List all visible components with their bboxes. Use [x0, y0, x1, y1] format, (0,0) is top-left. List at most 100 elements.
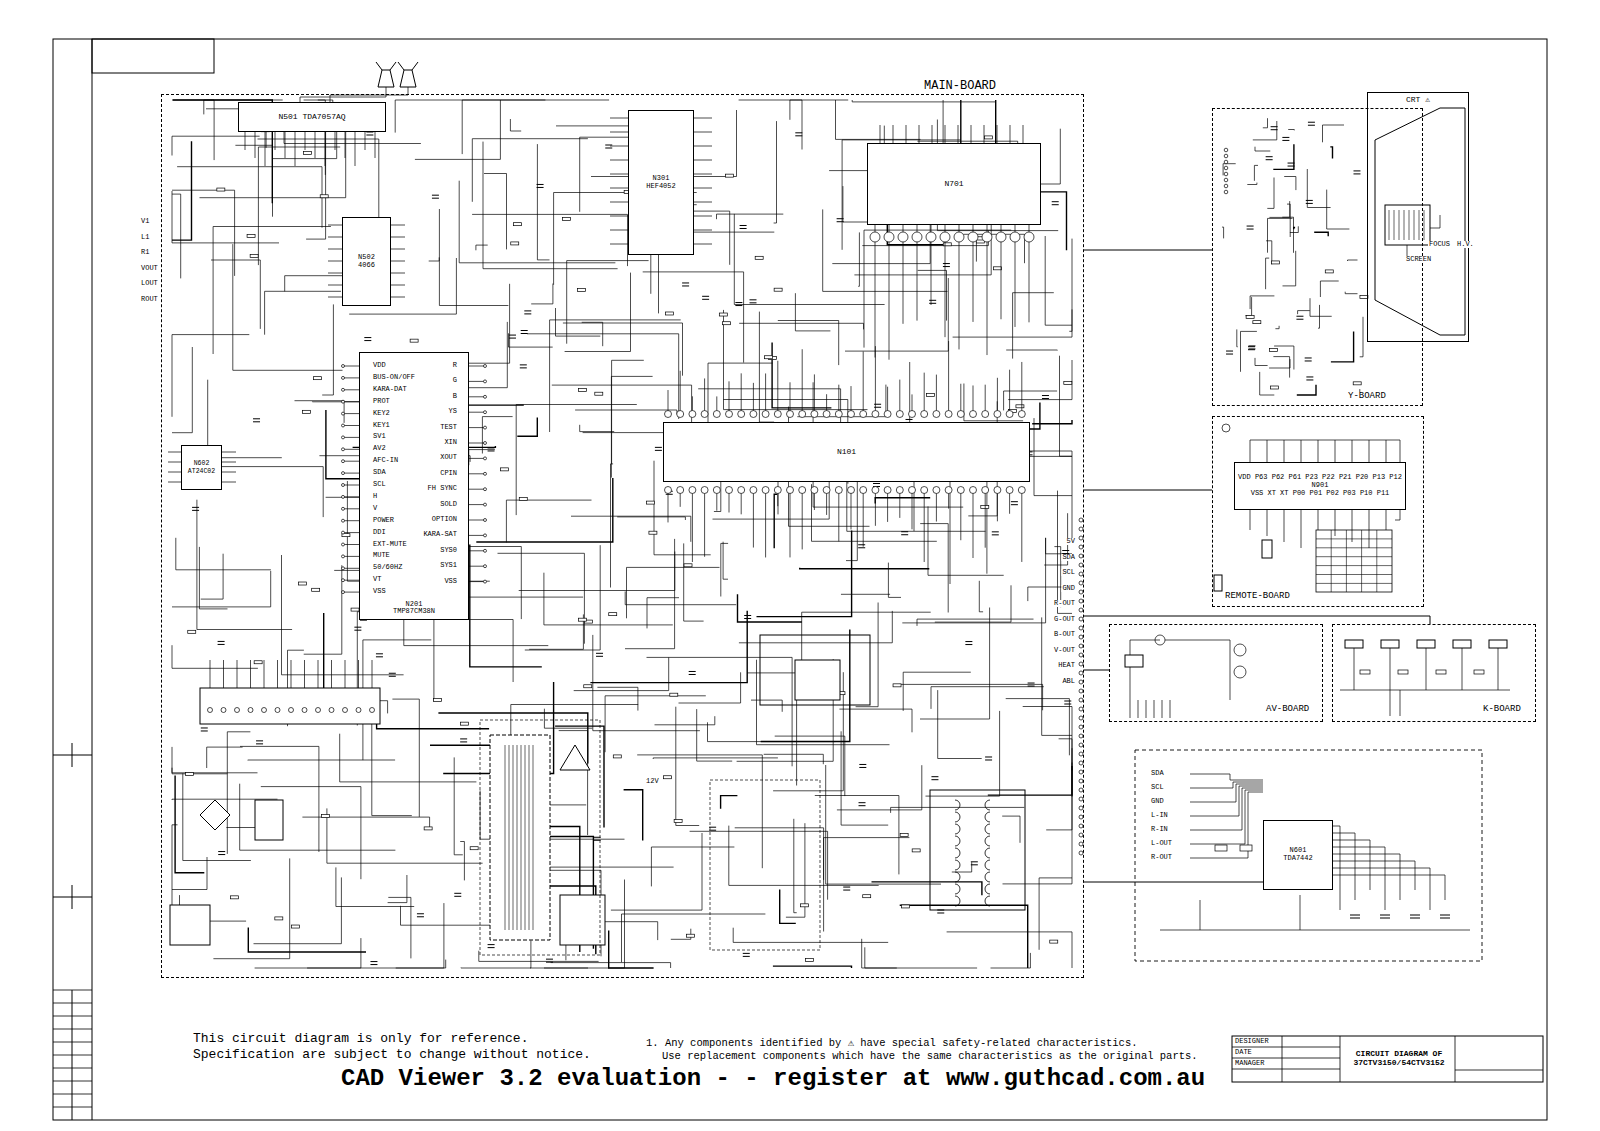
wire	[395, 100, 545, 133]
wire	[1002, 816, 1020, 843]
wire	[168, 472, 181, 473]
wire	[1266, 258, 1270, 289]
wire	[484, 174, 507, 250]
pin-dot	[1079, 662, 1083, 666]
wire	[172, 747, 227, 774]
signal-name: R-OUT	[1150, 854, 1173, 861]
wire	[580, 425, 615, 432]
signal-name: FOCUS	[1428, 241, 1451, 248]
wire	[391, 285, 405, 286]
capacitor-symbol	[509, 338, 516, 339]
wire	[519, 552, 675, 591]
wire	[470, 545, 542, 667]
wire	[609, 931, 654, 968]
pin-dot	[1224, 172, 1228, 176]
wire	[899, 684, 1043, 710]
wire	[1426, 648, 1427, 690]
wire	[469, 550, 485, 551]
pin-dot	[342, 436, 345, 439]
pin-dot	[994, 487, 1001, 494]
capacitor-symbol	[1306, 376, 1313, 377]
pin-dot	[774, 411, 781, 418]
wire	[838, 385, 839, 414]
pin-dot	[811, 487, 818, 494]
wire	[694, 160, 712, 161]
frame-line	[53, 1107, 92, 1108]
wire	[345, 660, 346, 688]
pin-dot	[342, 412, 345, 415]
resistor-symbol	[513, 223, 521, 226]
resistor-symbol	[578, 388, 586, 391]
pin-dot	[909, 411, 916, 418]
capacitor-symbol	[605, 145, 612, 146]
pin-dot	[884, 232, 894, 242]
resistor-symbol	[1253, 321, 1261, 324]
wire	[721, 543, 728, 596]
pin-dot	[302, 708, 307, 713]
wire	[1316, 574, 1392, 575]
capacitor-symbol	[1062, 550, 1069, 551]
wire	[1369, 510, 1370, 548]
wire	[529, 614, 583, 649]
signal-name: V1	[140, 218, 150, 225]
resistor-symbol	[765, 356, 773, 359]
wire	[1462, 648, 1463, 690]
pin-dot	[1010, 232, 1020, 242]
capacitor-symbol	[218, 851, 225, 852]
cable-connector	[1084, 882, 1263, 883]
capacitor-symbol	[546, 962, 553, 963]
pin-dot	[1079, 779, 1083, 783]
wire	[958, 125, 959, 143]
board-name: AV-BOARD	[1266, 705, 1309, 715]
wire	[739, 323, 863, 329]
capacitor-symbol	[795, 135, 802, 136]
wire	[510, 119, 521, 131]
capacitor-symbol	[596, 656, 603, 657]
frame-line	[53, 1029, 92, 1030]
wire	[1294, 228, 1295, 230]
pin-dot	[342, 400, 345, 403]
pin-dot	[1079, 797, 1083, 801]
capacitor-symbol	[682, 282, 689, 283]
capacitor-symbol	[655, 450, 662, 451]
wire	[1170, 700, 1171, 718]
pin-dot	[1224, 184, 1228, 188]
pin-dot	[1224, 178, 1228, 182]
switch-symbol	[1345, 640, 1363, 648]
capacitor-symbol	[965, 644, 972, 645]
capacitor-symbol	[488, 450, 495, 451]
pin-name: SYS1	[439, 562, 458, 569]
cable-connector	[1084, 490, 1212, 491]
wire	[1380, 918, 1390, 919]
coil-symbol	[955, 812, 960, 822]
pin-dot	[896, 487, 903, 494]
pin-dot	[689, 487, 696, 494]
wire	[985, 490, 986, 548]
capacitor-symbol	[1308, 122, 1315, 123]
pin-dot	[329, 708, 334, 713]
resistor-symbol	[684, 564, 692, 567]
pin-dot	[262, 708, 267, 713]
wire	[775, 736, 845, 796]
wire	[223, 660, 224, 688]
part-name: VSS XT XT P00 P01 P02 P03 P10 P11	[1251, 490, 1390, 498]
resistor-symbol	[725, 174, 733, 177]
pin-dot	[860, 487, 867, 494]
pin-dot	[762, 487, 769, 494]
capacitor-symbol	[943, 266, 950, 267]
wire	[679, 672, 741, 703]
part-name: TMP87CM38N	[393, 608, 435, 616]
ic-outline	[760, 635, 870, 705]
wire	[906, 125, 907, 143]
wire	[295, 132, 296, 166]
wire	[1190, 774, 1263, 780]
wire	[1316, 538, 1392, 539]
wire	[841, 594, 890, 595]
board-name: Y-BOARD	[1348, 392, 1386, 402]
flyback-transformer	[930, 790, 1025, 910]
speaker-symbol	[400, 70, 416, 87]
wire	[343, 389, 359, 390]
wire	[454, 757, 463, 854]
pin-dot	[933, 411, 940, 418]
wire	[559, 731, 588, 836]
